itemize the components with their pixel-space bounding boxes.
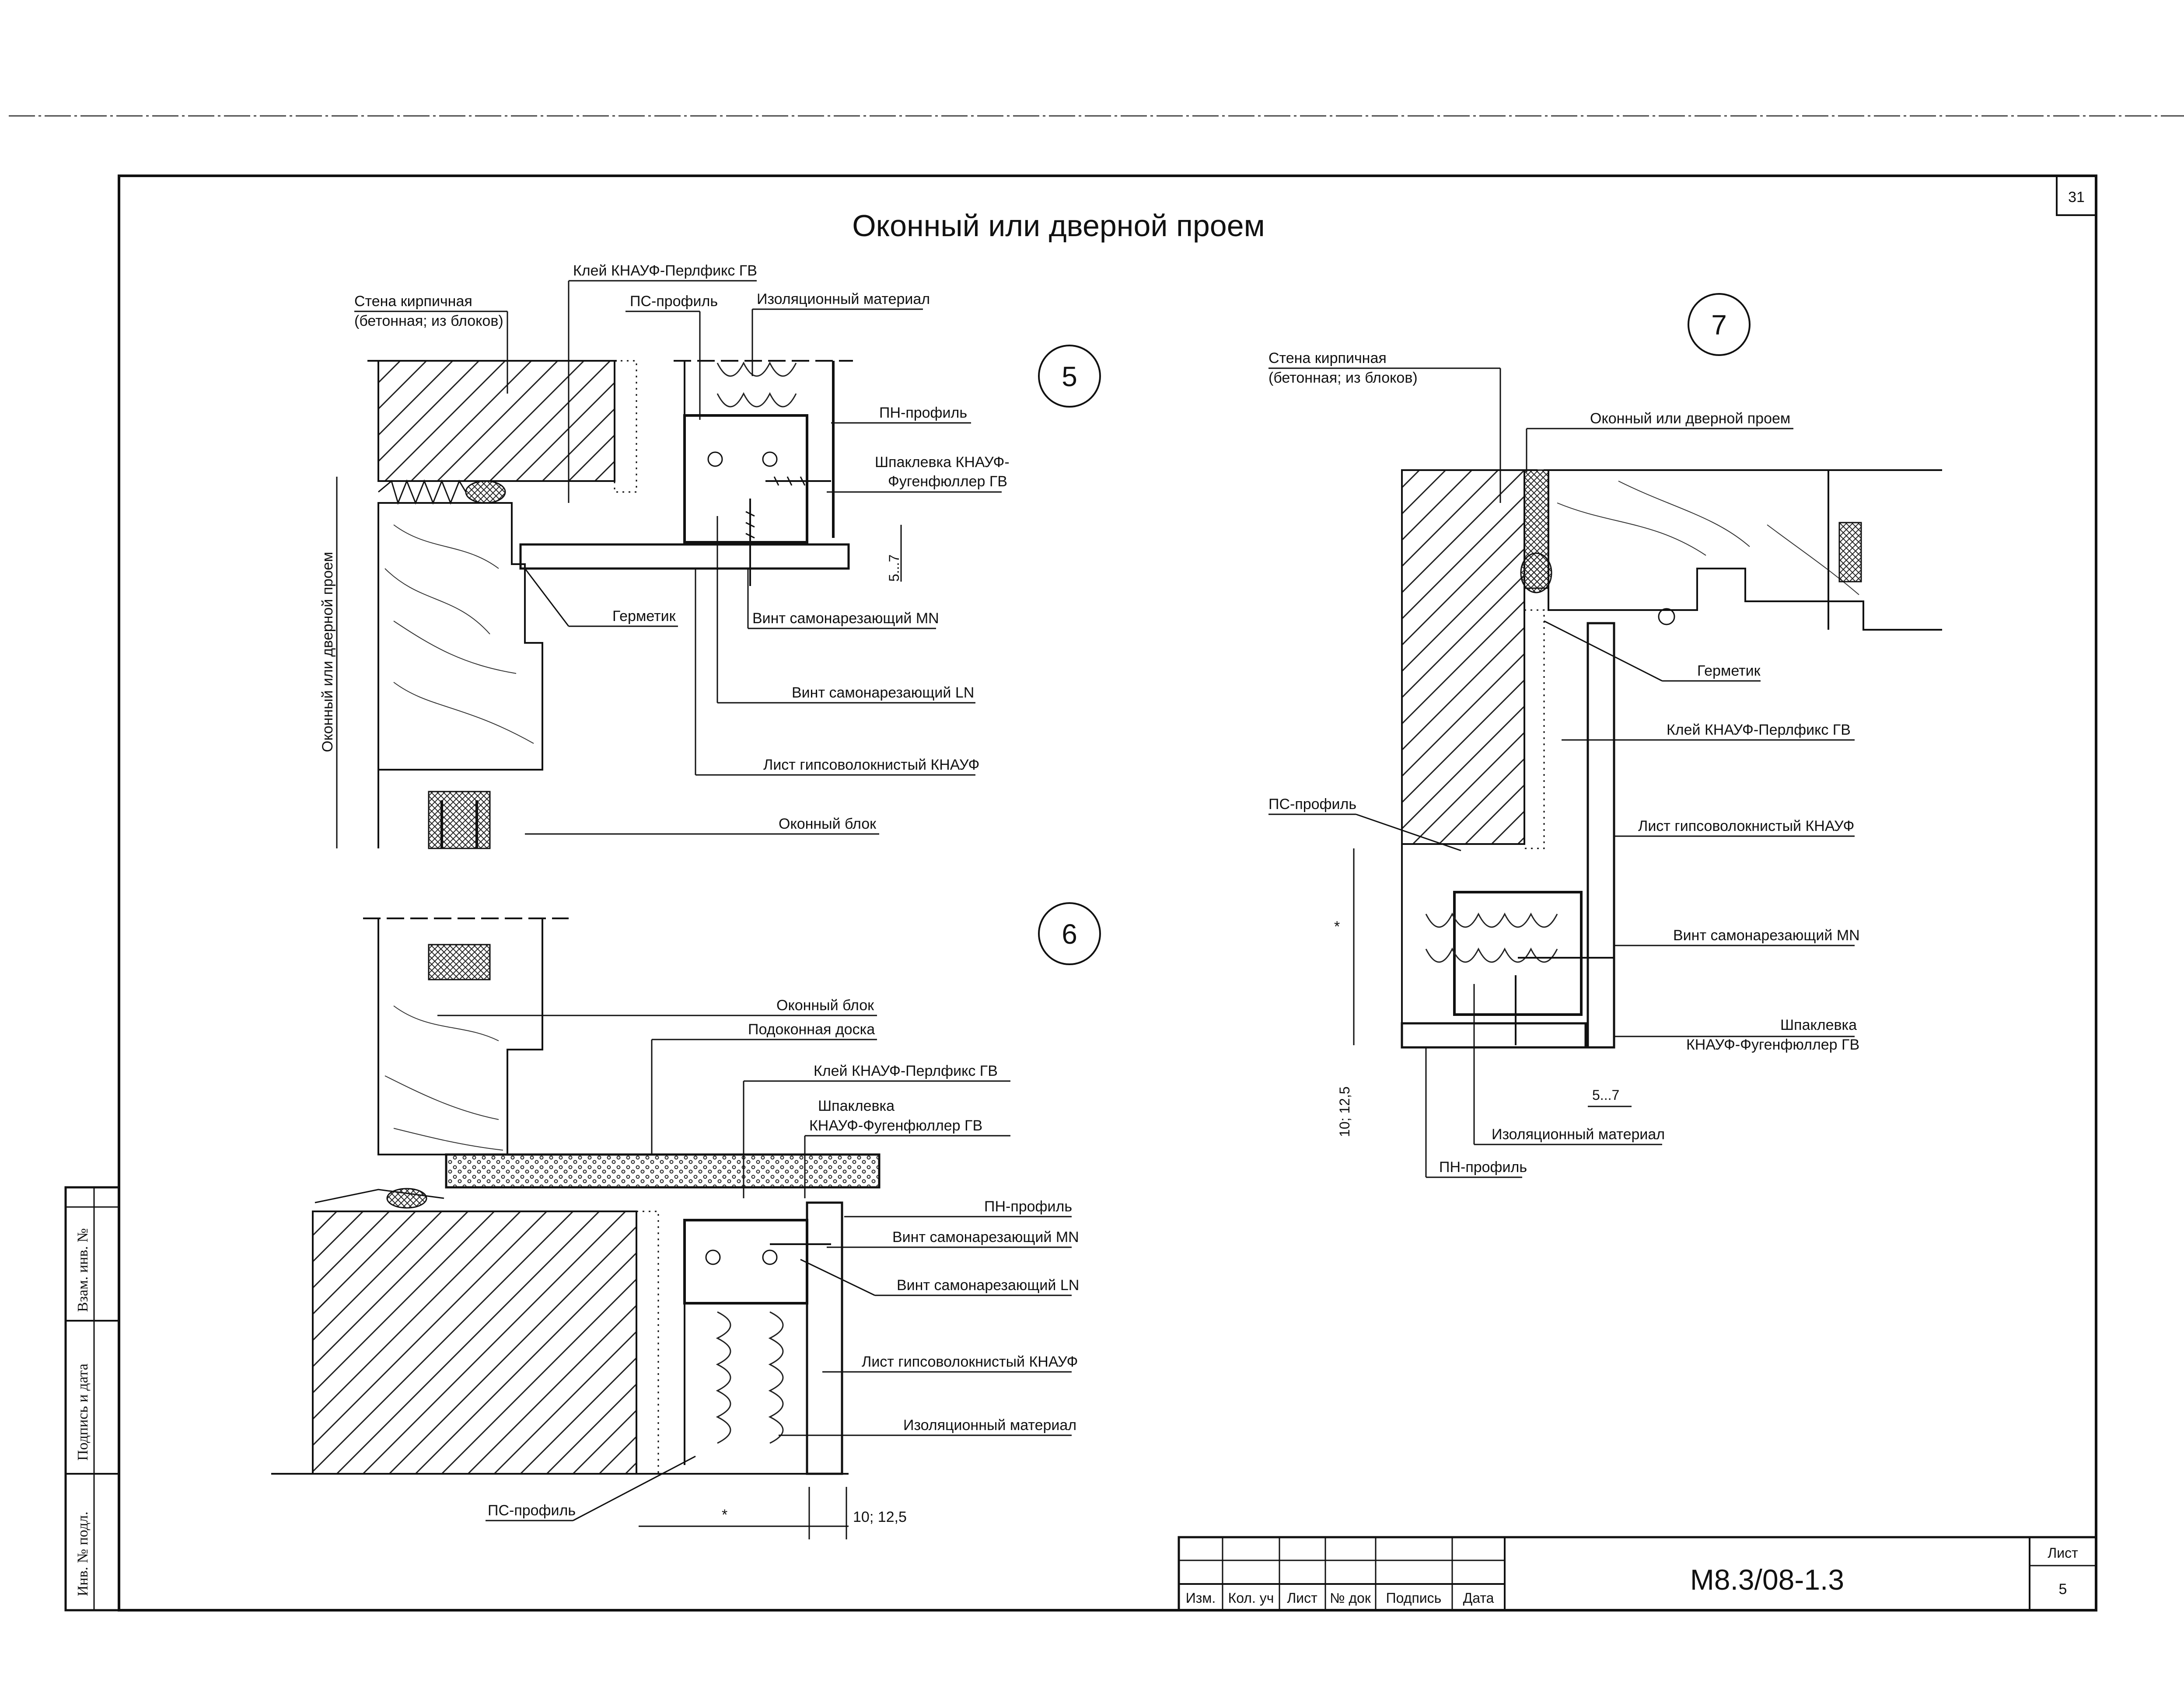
svg-text:ПН-профиль: ПН-профиль — [879, 405, 967, 421]
svg-text:ПС-профиль: ПС-профиль — [488, 1502, 576, 1519]
svg-text:(бетонная; из блоков): (бетонная; из блоков) — [354, 313, 503, 329]
svg-text:31: 31 — [2068, 189, 2085, 206]
svg-text:Клей КНАУФ-Перлфикс ГВ: Клей КНАУФ-Перлфикс ГВ — [573, 262, 757, 279]
svg-text:Инв. № подл.: Инв. № подл. — [75, 1511, 91, 1596]
detail-6: 6 * 10; 12,5 Оконный блок Подок — [271, 902, 1101, 1539]
svg-text:7: 7 — [1711, 309, 1727, 341]
svg-text:Оконный блок: Оконный блок — [779, 816, 877, 832]
svg-text:6: 6 — [1062, 918, 1077, 950]
svg-text:Шпаклевка: Шпаклевка — [818, 1098, 895, 1114]
svg-text:ПС-профиль: ПС-профиль — [630, 293, 718, 310]
svg-text:Подоконная доска: Подоконная доска — [748, 1021, 875, 1038]
svg-text:5: 5 — [1062, 361, 1077, 392]
svg-text:Подпись и дата: Подпись и дата — [75, 1364, 91, 1461]
svg-text:Лист гипсоволокнистый КНАУФ: Лист гипсоволокнистый КНАУФ — [862, 1354, 1078, 1370]
svg-text:Клей КНАУФ-Перлфикс ГВ: Клей КНАУФ-Перлфикс ГВ — [1667, 722, 1851, 738]
svg-text:5...7: 5...7 — [886, 555, 902, 582]
svg-text:Лист: Лист — [2048, 1545, 2078, 1561]
svg-text:Дата: Дата — [1463, 1590, 1494, 1606]
svg-text:Подпись: Подпись — [1386, 1590, 1442, 1606]
svg-text:(бетонная; из блоков): (бетонная; из блоков) — [1268, 370, 1418, 386]
drawing-frame — [118, 174, 2097, 1612]
document-code: М8.3/08-1.3 — [1690, 1563, 1844, 1596]
svg-text:Оконный блок: Оконный блок — [776, 997, 874, 1014]
svg-text:Кол. уч: Кол. уч — [1228, 1590, 1274, 1606]
svg-text:Стена кирпичная: Стена кирпичная — [1268, 350, 1387, 366]
svg-text:Лист гипсоволокнистый КНАУФ: Лист гипсоволокнистый КНАУФ — [1638, 818, 1854, 834]
svg-text:ПС-профиль: ПС-профиль — [1268, 796, 1356, 813]
svg-text:Клей КНАУФ-Перлфикс ГВ: Клей КНАУФ-Перлфикс ГВ — [814, 1063, 998, 1079]
page-number-box: 31 — [2056, 175, 2097, 216]
svg-text:Герметик: Герметик — [1697, 663, 1761, 679]
svg-text:Шпаклевка: Шпаклевка — [1780, 1017, 1857, 1033]
svg-text:ПН-профиль: ПН-профиль — [1439, 1159, 1527, 1176]
svg-text:5: 5 — [2059, 1581, 2067, 1598]
svg-text:Лист: Лист — [1287, 1590, 1317, 1606]
svg-text:Фугенфюллер ГВ: Фугенфюллер ГВ — [888, 473, 1007, 490]
svg-text:КНАУФ-Фугенфюллер ГВ: КНАУФ-Фугенфюллер ГВ — [809, 1117, 982, 1134]
svg-text:Взам. инв. №: Взам. инв. № — [75, 1228, 91, 1312]
detail-5: 5 Оконный или дверно — [319, 262, 1101, 849]
svg-text:Винт самонарезающий LN: Винт самонарезающий LN — [792, 684, 974, 701]
svg-text:Лист гипсоволокнистый КНАУФ: Лист гипсоволокнистый КНАУФ — [763, 757, 979, 773]
svg-text:Стена кирпичная: Стена кирпичная — [354, 293, 472, 310]
svg-text:Шпаклевка КНАУФ-: Шпаклевка КНАУФ- — [875, 454, 1010, 471]
svg-text:№ док: № док — [1330, 1590, 1371, 1606]
side-stamp: Взам. инв. № Подпись и дата Инв. № подл. — [64, 1186, 120, 1612]
sheet-title: Оконный или дверной проем — [852, 209, 1265, 243]
title-block: Изм. Кол. уч Лист № док Подпись Дата М8.… — [1178, 1536, 2097, 1612]
svg-text:Изоляционный материал: Изоляционный материал — [1492, 1126, 1665, 1143]
svg-text:Изм.: Изм. — [1186, 1590, 1216, 1606]
svg-text:Оконный или дверной проем: Оконный или дверной проем — [1590, 410, 1790, 427]
svg-text:Винт самонарезающий MN: Винт самонарезающий MN — [1673, 927, 1860, 944]
svg-text:10; 12,5: 10; 12,5 — [853, 1509, 907, 1525]
svg-text:*: * — [1334, 918, 1340, 935]
svg-text:КНАУФ-Фугенфюллер ГВ: КНАУФ-Фугенфюллер ГВ — [1686, 1036, 1859, 1053]
svg-text:10; 12,5: 10; 12,5 — [1337, 1086, 1352, 1137]
svg-text:5...7: 5...7 — [1592, 1087, 1619, 1103]
svg-text:Изоляционный материал: Изоляционный материал — [903, 1417, 1076, 1434]
svg-text:Винт самонарезающий LN: Винт самонарезающий LN — [897, 1277, 1079, 1294]
svg-text:*: * — [722, 1507, 727, 1523]
svg-text:Изоляционный материал: Изоляционный материал — [757, 291, 930, 307]
svg-text:Герметик: Герметик — [612, 608, 676, 624]
svg-text:Винт самонарезающий MN: Винт самонарезающий MN — [892, 1229, 1079, 1245]
svg-text:Оконный или дверной проем: Оконный или дверной проем — [319, 552, 336, 752]
svg-text:Винт самонарезающий MN: Винт самонарезающий MN — [752, 610, 939, 627]
detail-7: 7 * 10; 12,5 5...7 Стена кирпичная (бето… — [1268, 293, 1942, 1178]
svg-text:ПН-профиль: ПН-профиль — [984, 1198, 1072, 1215]
